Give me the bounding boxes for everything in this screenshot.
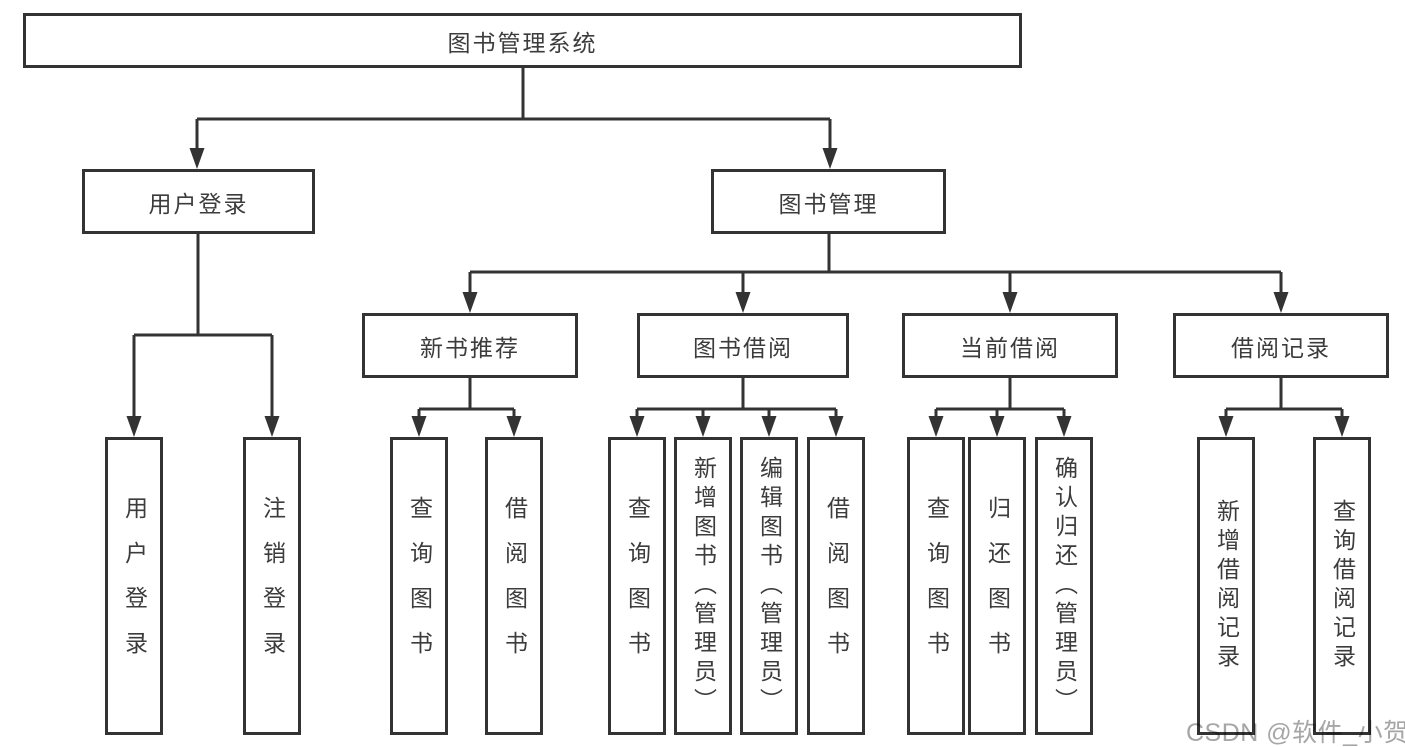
- leaf-query-books: 查询图书: [907, 437, 965, 735]
- node-new-book-recommend: 新书推荐: [362, 313, 578, 378]
- leaf-confirm-return-admin: 确认归还（管理员）: [1035, 437, 1093, 735]
- leaf-query-books: 查询图书: [390, 437, 448, 735]
- node-book-borrowing: 图书借阅: [637, 313, 849, 378]
- node-system-root: 图书管理系统: [23, 13, 1022, 68]
- leaf-query-books: 查询图书: [608, 437, 666, 735]
- leaf-add-books-admin: 新增图书（管理员）: [674, 437, 732, 735]
- leaf-add-borrow-record: 新增借阅记录: [1197, 437, 1255, 735]
- leaf-user-login: 用户登录: [105, 437, 163, 735]
- leaf-edit-books-admin: 编辑图书（管理员）: [740, 437, 798, 735]
- leaf-logout: 注销登录: [243, 437, 301, 735]
- node-borrowing-records: 借阅记录: [1173, 313, 1389, 378]
- node-book-management: 图书管理: [711, 169, 946, 234]
- node-current-borrowing: 当前借阅: [902, 313, 1118, 378]
- node-user-login: 用户登录: [82, 169, 315, 234]
- arrowhead-icons: [126, 148, 1350, 437]
- leaf-query-borrow-record: 查询借阅记录: [1313, 437, 1371, 735]
- leaf-borrow-books: 借阅图书: [485, 437, 543, 735]
- leaf-return-books: 归还图书: [968, 437, 1026, 735]
- leaf-borrow-books: 借阅图书: [807, 437, 865, 735]
- watermark: CSDN @软件_小贺同学: [1186, 719, 1405, 747]
